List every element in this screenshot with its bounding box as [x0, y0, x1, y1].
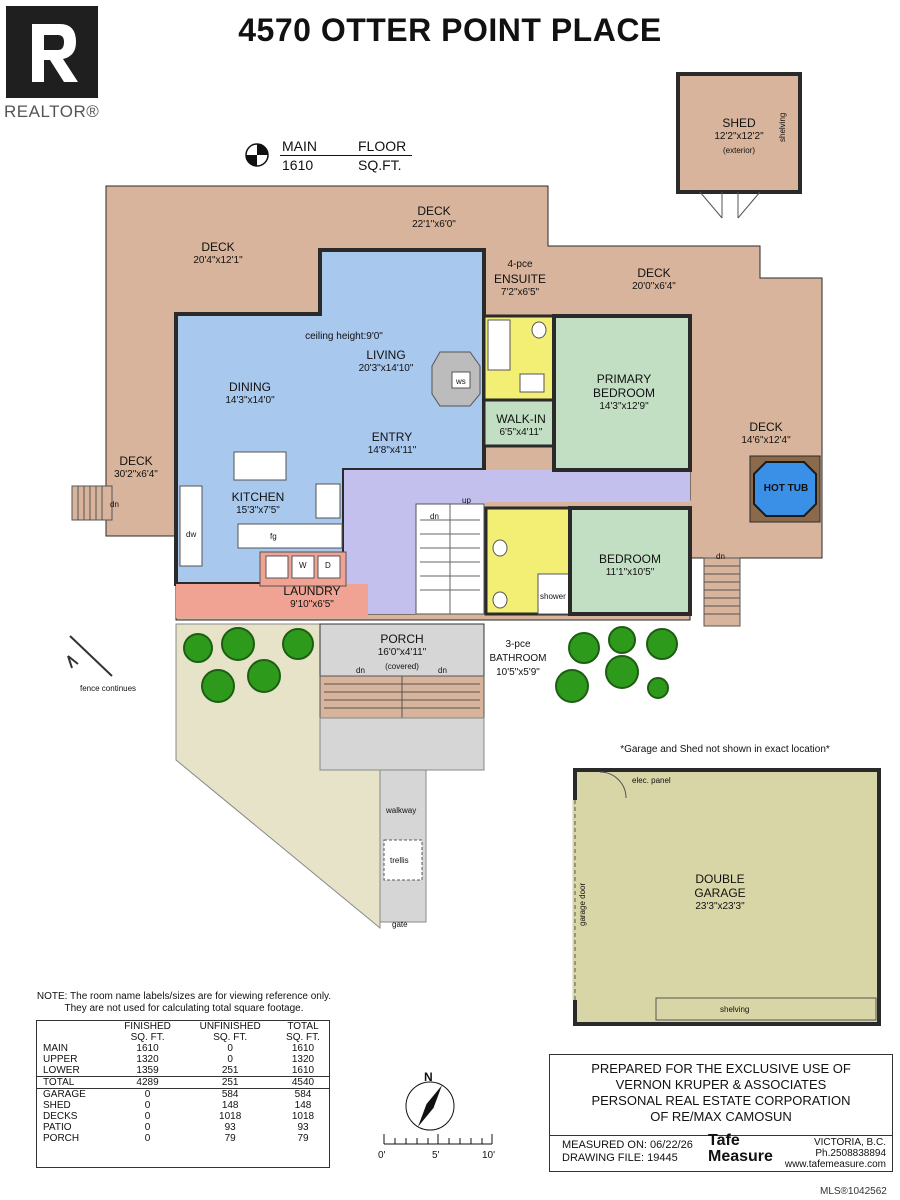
prepared-for-box: PREPARED FOR THE EXCLUSIVE USE OF VERNON…: [549, 1054, 893, 1172]
shower-label: shower: [540, 592, 566, 601]
dryer-label: D: [325, 561, 331, 570]
disclaimer-note: NOTE: The room name labels/sizes are for…: [36, 991, 332, 1014]
stairs-up-label: up: [462, 496, 471, 505]
trees: [183, 626, 678, 703]
bedroom-floor: [568, 506, 692, 616]
scale-label-5: 5': [432, 1150, 440, 1161]
garage-location-note: *Garage and Shed not shown in exact loca…: [620, 744, 830, 755]
washer-label: W: [299, 561, 307, 570]
realtor-wordmark: REALTOR®: [4, 102, 100, 121]
woodstove-label: ws: [456, 377, 466, 386]
primary-bedroom-floor: [552, 314, 692, 472]
realtor-logo-mark: [6, 6, 98, 98]
table-header-row: SQ. FT.SQ. FT.SQ. FT.: [130, 1032, 320, 1043]
porch-stairs-left-dn-label: dn: [356, 666, 365, 675]
dishwasher-label: dw: [186, 530, 197, 539]
scale-label-10: 10': [482, 1150, 496, 1161]
floor-label-sqft-value: 1610: [282, 157, 314, 173]
measured-on: MEASURED ON: 06/22/26: [562, 1139, 693, 1151]
floor-label-main: MAIN: [282, 138, 317, 154]
prepared-line-2: VERNON KRUPER & ASSOCIATES: [615, 1077, 827, 1092]
floor-label: MAIN FLOOR 1610 SQ.FT.: [244, 138, 424, 178]
elec-panel-label: elec. panel: [632, 776, 671, 785]
realtor-r-icon: [32, 24, 78, 82]
compass: [405, 1081, 455, 1131]
fence-line: [69, 635, 113, 677]
garage-shelving-label: shelving: [720, 1005, 750, 1014]
shed: [676, 72, 802, 219]
walkin-floor: [482, 398, 556, 448]
floor-label-sqft-unit: SQ.FT.: [358, 157, 402, 173]
ceiling-height-note: ceiling height:9'0": [305, 331, 383, 342]
porch-stairs-right-dn-label: dn: [438, 666, 447, 675]
gate-label: gate: [392, 920, 408, 929]
compass-north-label: N: [424, 1070, 433, 1084]
mls-number: MLS®1042562: [820, 1186, 887, 1197]
drawing-file: DRAWING FILE: 19445: [562, 1152, 678, 1164]
company-contact: VICTORIA, B.C. Ph.2508838894 www.tafemea…: [784, 1137, 886, 1170]
laundry-floor: [176, 584, 368, 618]
hot-tub: [749, 455, 821, 523]
realtor-logo: REALTOR®: [4, 6, 108, 122]
garage-door-label: garage door: [578, 882, 587, 926]
hot-tub-label: HOT TUB: [763, 483, 809, 494]
prepared-line-4: OF RE/MAX CAMOSUN: [650, 1109, 792, 1124]
prepared-line-1: PREPARED FOR THE EXCLUSIVE USE OF: [591, 1061, 851, 1076]
stairs-dn-label: dn: [430, 512, 439, 521]
fridge-label: fg: [270, 532, 277, 541]
deck-stairs-dn-label: dn: [110, 500, 119, 509]
scale-bar: [383, 1134, 493, 1145]
trellis-label: trellis: [390, 856, 409, 865]
shed-shelving-label: shelving: [778, 112, 787, 142]
deck-stairs-right-dn-label: dn: [716, 552, 725, 561]
prepared-line-3: PERSONAL REAL ESTATE CORPORATION: [591, 1093, 851, 1108]
scale-label-0: 0': [378, 1150, 386, 1161]
north-marker-icon: [245, 143, 269, 167]
floor-label-floor: FLOOR: [358, 138, 407, 154]
double-garage: [572, 768, 881, 1026]
page-title: 4570 OTTER POINT PLACE: [238, 12, 662, 48]
fence-label: fence continues: [80, 684, 137, 693]
walkway-label: walkway: [386, 806, 417, 815]
